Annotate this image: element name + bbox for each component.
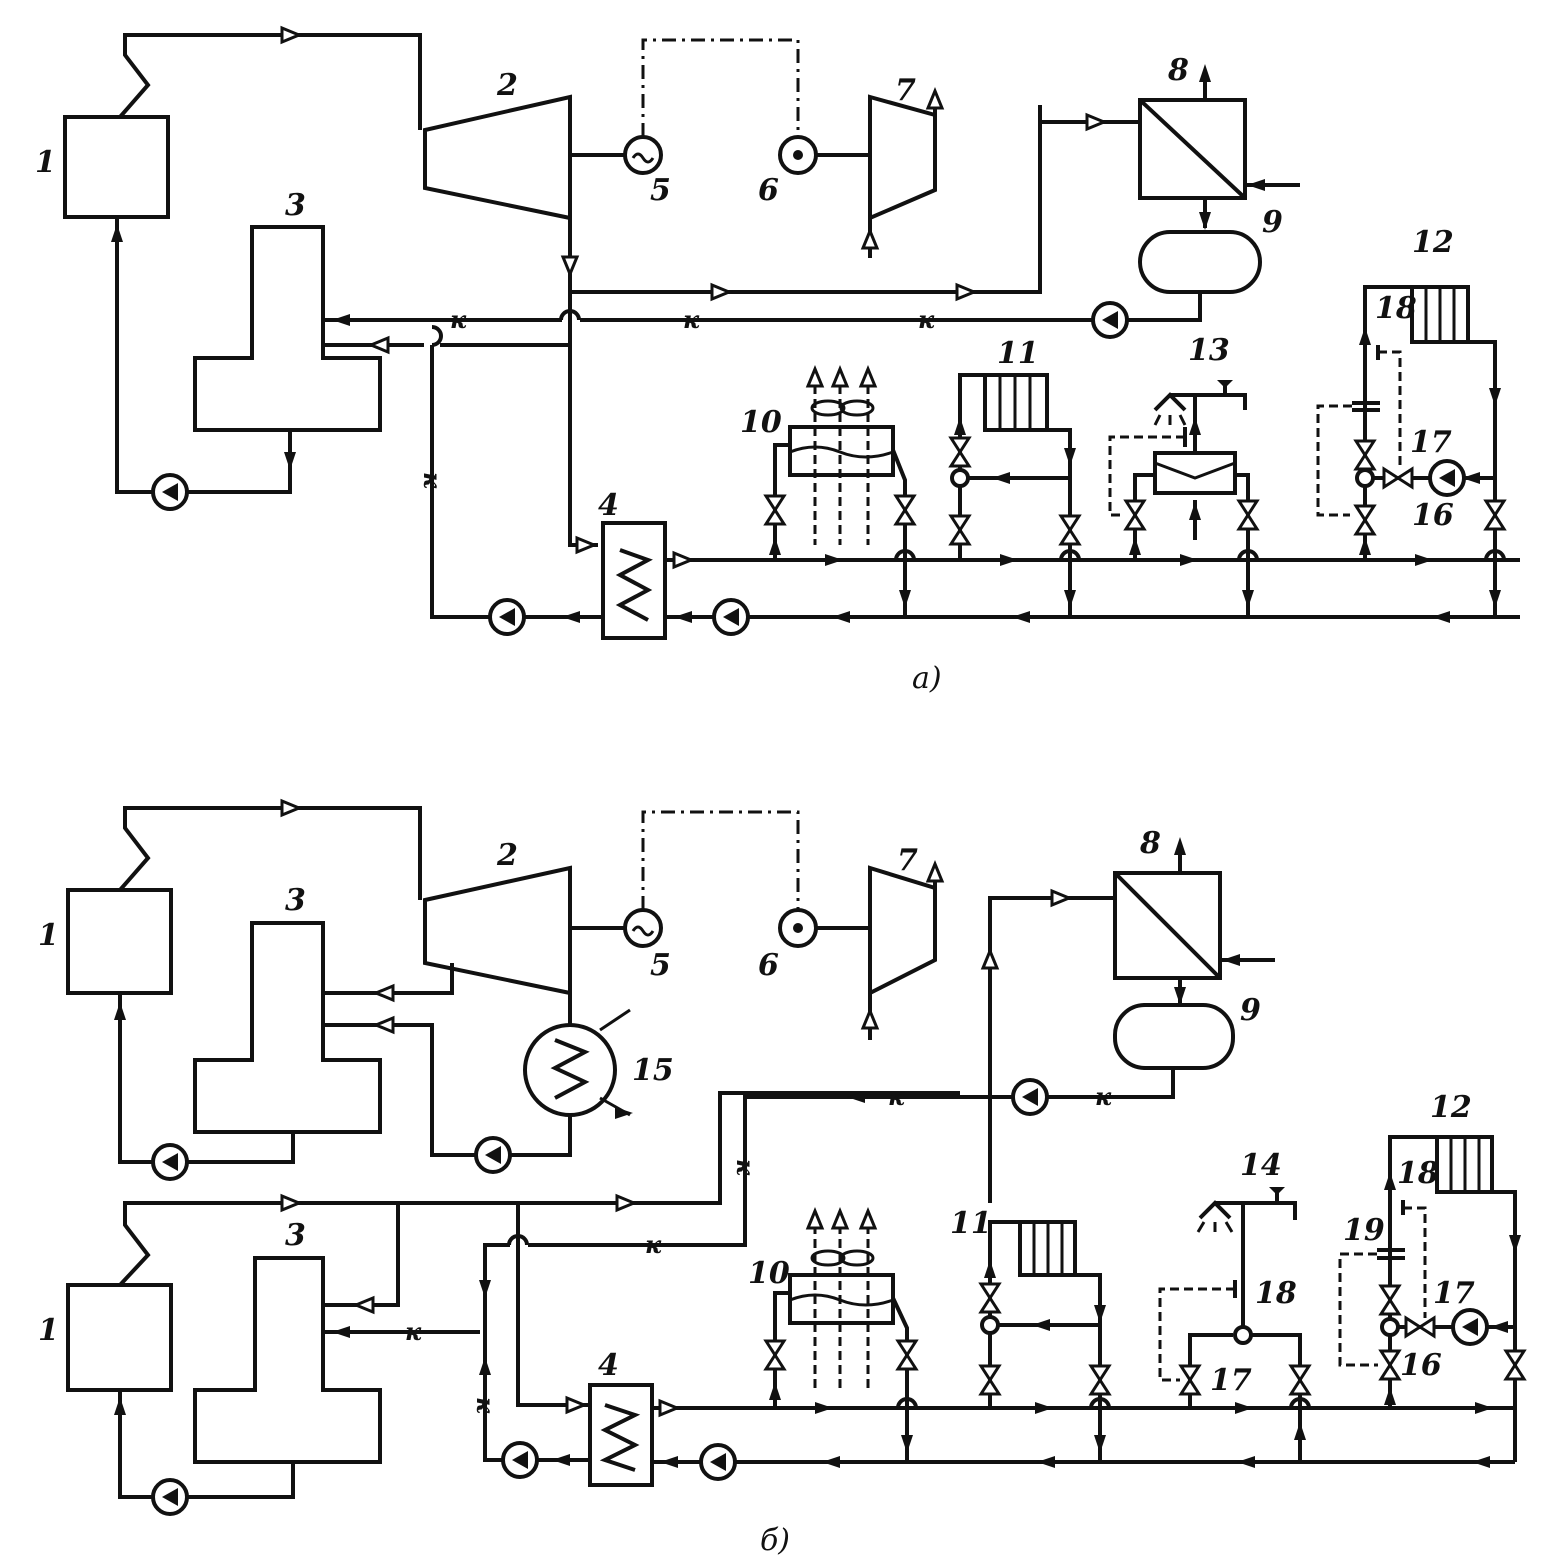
svg-text:4: 4: [598, 1348, 619, 1383]
svg-text:12: 12: [1430, 1090, 1472, 1125]
svg-text:11: 11: [950, 1206, 992, 1241]
svg-text:6: 6: [758, 173, 779, 208]
svg-text:10: 10: [740, 405, 782, 440]
svg-text:15: 15: [632, 1053, 674, 1088]
svg-text:18: 18: [1255, 1276, 1297, 1311]
tank-9b: [1113, 1003, 1235, 1070]
exchanger-4b: [588, 1383, 654, 1487]
svg-text:8: 8: [1167, 53, 1189, 88]
boiler-1: [63, 115, 170, 219]
generator-5: [623, 135, 663, 175]
caption-a: а): [912, 661, 942, 696]
svg-text:1: 1: [38, 918, 59, 953]
svg-text:17: 17: [1210, 1363, 1252, 1398]
svg-text:к: к: [645, 1230, 662, 1259]
svg-text:2: 2: [496, 838, 518, 873]
svg-text:19: 19: [1343, 1213, 1385, 1248]
svg-text:1: 1: [38, 1313, 59, 1348]
svg-text:к: к: [918, 305, 935, 334]
heating-unit-3: [193, 225, 382, 432]
svg-text:3: 3: [285, 188, 306, 223]
svg-text:10: 10: [748, 1256, 790, 1291]
svg-text:17: 17: [1433, 1276, 1475, 1311]
svg-text:к: к: [683, 305, 700, 334]
svg-text:16: 16: [1412, 498, 1454, 533]
svg-text:к: к: [405, 1317, 422, 1346]
radiator-12: [1410, 285, 1470, 344]
svg-text:3: 3: [285, 1218, 306, 1253]
turbine-2b: [423, 865, 572, 996]
svg-text:к: к: [450, 305, 467, 334]
svg-text:18: 18: [1375, 291, 1417, 326]
boiler-1c: [66, 1283, 173, 1392]
svg-text:к: к: [731, 1159, 760, 1176]
tank-9: [1138, 230, 1262, 294]
svg-text:5: 5: [650, 173, 671, 208]
label-a-1: 1: [35, 145, 56, 180]
svg-text:13: 13: [1188, 333, 1230, 368]
svg-text:16: 16: [1400, 1348, 1442, 1383]
svg-text:11: 11: [997, 336, 1039, 371]
svg-text:к: к: [471, 1397, 500, 1414]
condenser-15: [523, 1023, 617, 1117]
svg-text:3: 3: [285, 883, 306, 918]
svg-text:18: 18: [1397, 1156, 1439, 1191]
boiler-1b: [66, 888, 173, 995]
compressor-7: [868, 94, 937, 222]
water-heater-13: [1153, 451, 1237, 495]
svg-text:6: 6: [758, 948, 779, 983]
caption-b: б): [760, 1523, 790, 1558]
turbine-2: [423, 94, 572, 221]
svg-text:9: 9: [1240, 993, 1261, 1028]
svg-text:7: 7: [897, 843, 918, 878]
radiator-11: [983, 373, 1049, 432]
svg-text:к: к: [418, 472, 447, 489]
svg-text:14: 14: [1240, 1148, 1282, 1183]
svg-text:к: к: [888, 1082, 905, 1111]
svg-text:2: 2: [496, 68, 518, 103]
svg-text:12: 12: [1412, 225, 1454, 260]
svg-text:17: 17: [1410, 425, 1452, 460]
svg-text:9: 9: [1262, 205, 1283, 240]
svg-text:8: 8: [1139, 826, 1161, 861]
svg-text:4: 4: [598, 488, 619, 523]
diagram-a: к к к к: [35, 26, 1520, 696]
svg-text:5: 5: [650, 948, 671, 983]
svg-text:7: 7: [895, 73, 916, 108]
svg-text:к: к: [1095, 1082, 1112, 1111]
diagram-b: к к к к к к: [38, 799, 1526, 1558]
